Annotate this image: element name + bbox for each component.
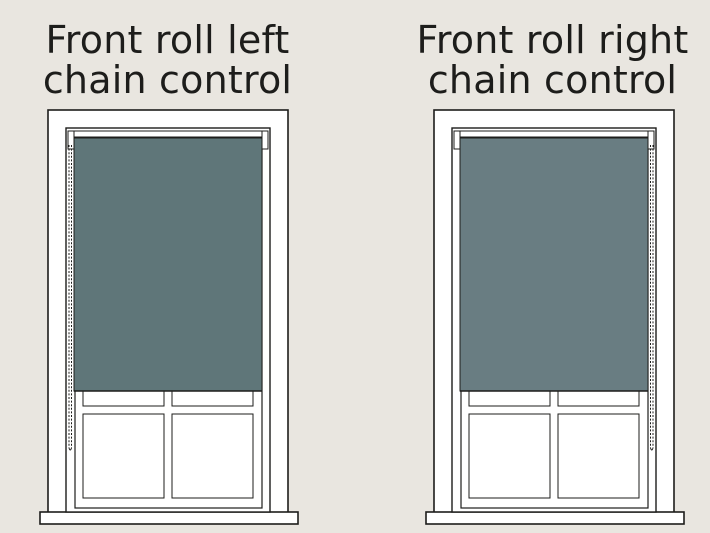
panel-right-chain: Front roll right chain control	[355, 0, 710, 533]
blind-bracket	[453, 130, 461, 150]
panel-title: Front roll left chain control	[0, 20, 335, 100]
chain-icon	[68, 145, 72, 451]
title-line: chain control	[42, 58, 293, 102]
title-line: chain control	[427, 58, 678, 102]
panel-title: Front roll right chain control	[355, 20, 710, 100]
window-pane	[468, 413, 551, 499]
chain-icon	[650, 145, 654, 451]
blind-headrail	[67, 130, 269, 138]
roller-blind-fabric	[459, 137, 649, 392]
title-line: Front roll left	[45, 18, 290, 62]
window-pane	[557, 413, 640, 499]
window-illustration	[425, 109, 685, 525]
panel-left-chain: Front roll left chain control	[0, 20, 335, 525]
window-pane	[82, 413, 165, 499]
window-illustration	[39, 109, 299, 525]
blind-bracket	[261, 130, 269, 150]
title-line: Front roll right	[416, 18, 689, 62]
window-pane	[171, 413, 254, 499]
blind-headrail	[453, 130, 655, 138]
roller-blind-fabric	[73, 137, 263, 392]
window-sill	[425, 511, 685, 525]
window-sill	[39, 511, 299, 525]
